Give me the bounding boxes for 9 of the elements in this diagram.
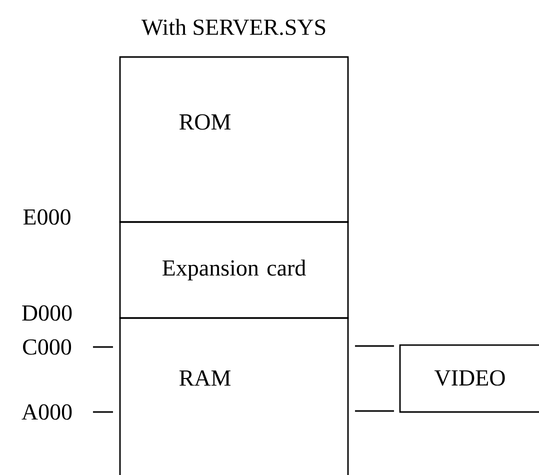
video-box: VIDEO [399,344,539,413]
address-label: D000 [22,305,72,321]
title: With SERVER.SYS [141,18,326,36]
address-label: C000 [23,339,72,355]
address-label: E000 [23,209,70,225]
address-label: A000 [22,404,72,420]
memory-region: Expansion card [119,221,349,319]
memory-region: ROM [119,56,349,223]
memory-region: RAM [119,317,349,475]
